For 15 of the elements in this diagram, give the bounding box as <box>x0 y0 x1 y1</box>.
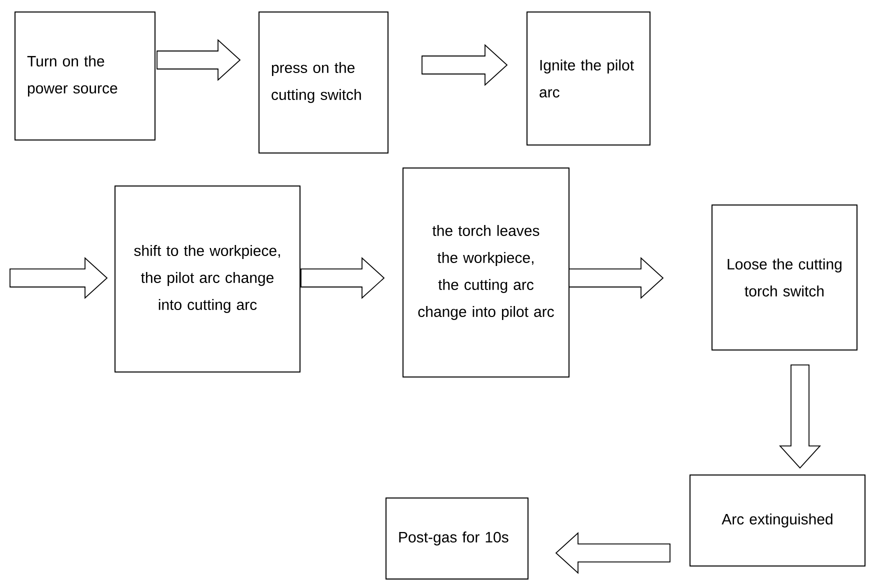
block-arrow <box>568 256 664 299</box>
process-box: shift to the workpiece, the pilot arc change into cutting arc <box>114 186 300 372</box>
process-box: Ignite the pilot arc <box>526 12 650 146</box>
block-arrow <box>156 38 241 81</box>
block-arrow <box>300 256 385 299</box>
block-arrow <box>778 364 822 469</box>
block-arrow <box>422 44 508 86</box>
process-box: Turn on the power source <box>14 12 156 140</box>
block-arrow <box>10 256 108 299</box>
process-box: press on the cutting switch <box>258 12 388 154</box>
process-box: the torch leaves the workpiece, the cutting arc change into pilot arc <box>402 167 570 378</box>
process-box: Loose the cutting torch switch <box>712 204 858 350</box>
block-arrow <box>555 532 670 574</box>
process-box: Post-gas for 10s <box>386 497 528 580</box>
process-box: Arc extinguished <box>690 474 866 566</box>
